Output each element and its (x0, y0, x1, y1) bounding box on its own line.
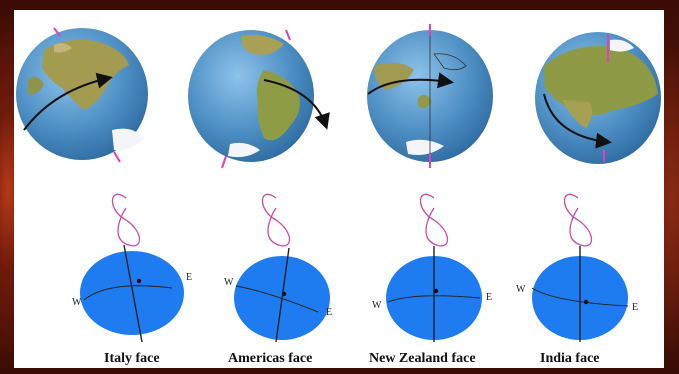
sun-path (83, 285, 173, 301)
west-label: W (224, 277, 234, 288)
face-label: India face (540, 351, 600, 366)
analemma (111, 193, 141, 247)
east-label: E (186, 272, 192, 283)
americas-globe (188, 29, 330, 169)
slide: W E Italy face W E Americas face (14, 10, 664, 368)
earth-faces-diagram: W E Italy face W E Americas face (16, 24, 661, 366)
sun-path (531, 287, 629, 307)
east-label: E (326, 307, 332, 318)
rotation-arrow (367, 72, 454, 95)
face-label: Americas face (228, 351, 312, 366)
sun-path (387, 295, 481, 303)
west-label: W (372, 300, 382, 311)
sun-marker (281, 291, 287, 297)
analemma (261, 193, 291, 247)
rotation-arrow (23, 72, 113, 131)
sun-path (235, 285, 319, 313)
italy-globe (16, 27, 148, 163)
west-label: W (72, 297, 82, 308)
east-label: E (486, 292, 492, 303)
india-globe (535, 32, 661, 164)
analemma (563, 193, 593, 247)
new-zealand-globe (367, 24, 493, 168)
west-label: W (516, 284, 526, 295)
axis-north (285, 29, 291, 41)
americas-face-column: W E Americas face (188, 29, 332, 366)
axis-south (113, 151, 121, 163)
sun-marker (136, 278, 142, 284)
east-label: E (632, 302, 638, 313)
sky-disk (80, 251, 184, 335)
axis-south (221, 155, 227, 169)
analemma (419, 193, 449, 247)
italy-face-column: W E Italy face (16, 27, 192, 366)
rotation-arrow (263, 79, 330, 130)
meridian-line (123, 244, 143, 343)
new-zealand-face-column: W E New Zealand face (367, 24, 493, 366)
face-label: Italy face (104, 351, 160, 366)
india-face-column: W E India face (516, 32, 661, 366)
axis-north (53, 27, 61, 37)
face-label: New Zealand face (369, 351, 476, 366)
sun-marker (583, 299, 589, 305)
sun-marker (433, 288, 439, 294)
rotation-arrow (543, 93, 612, 149)
